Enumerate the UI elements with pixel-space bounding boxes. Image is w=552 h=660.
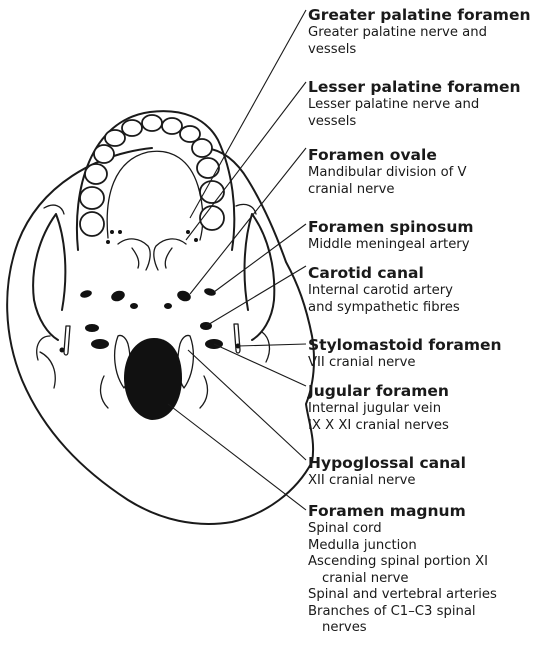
label-foramen-magnum: Foramen magnum Spinal cord Medulla junct… [308,502,552,637]
label-desc-line: and sympathetic fibres [308,300,552,317]
label-stylomastoid-foramen: Stylomastoid foramen VII cranial nerve [308,336,552,372]
label-title: Foramen spinosum [308,218,552,237]
label-carotid-canal: Carotid canal Internal carotid artery an… [308,264,552,316]
foramen-spinosum-left [79,289,92,299]
label-desc-line: vessels [308,42,552,59]
foramen-ovale-right [176,289,193,303]
label-desc-line: XII cranial nerve [308,473,552,490]
label-title: Stylomastoid foramen [308,336,552,355]
label-title: Hypoglossal canal [308,454,552,473]
label-desc-line: Ascending spinal portion XI [308,554,552,571]
label-desc-line: nerves [308,620,552,637]
label-title: Foramen magnum [308,502,552,521]
jugular-foramen-left [91,339,109,349]
label-title: Lesser palatine foramen [308,78,552,97]
label-desc-line: Lesser palatine nerve and [308,97,552,114]
zygomatic-arch-left [33,214,65,340]
label-desc-line: IX X XI cranial nerves [308,418,552,435]
label-foramen-spinosum: Foramen spinosum Middle meningeal artery [308,218,552,254]
label-desc-line: cranial nerve [308,182,552,199]
label-jugular-foramen: Jugular foramen Internal jugular vein IX… [308,382,552,434]
label-desc-line: cranial nerve [308,571,552,588]
label-greater-palatine-foramen: Greater palatine foramen Greater palatin… [308,6,552,58]
label-desc-line: Medulla junction [308,538,552,555]
label-hypoglossal-canal: Hypoglossal canal XII cranial nerve [308,454,552,490]
label-desc-line: Greater palatine nerve and [308,25,552,42]
label-foramen-ovale: Foramen ovale Mandibular division of V c… [308,146,552,198]
zygomatic-arch-right [245,214,275,340]
foramen-ovale-left [110,289,127,303]
palate-inner [107,151,203,240]
label-desc-line: Branches of C1–C3 spinal [308,604,552,621]
label-title: Greater palatine foramen [308,6,552,25]
label-desc-line: Spinal and vertebral arteries [308,587,552,604]
label-lesser-palatine-foramen: Lesser palatine foramen Lesser palatine … [308,78,552,130]
label-title: Foramen ovale [308,146,552,165]
carotid-canal-left [85,324,99,332]
label-desc-line: Internal carotid artery [308,283,552,300]
label-desc-line: Internal jugular vein [308,401,552,418]
label-title: Carotid canal [308,264,552,283]
label-desc-line: VII cranial nerve [308,355,552,372]
label-desc-line: Spinal cord [308,521,552,538]
label-desc-line: Middle meningeal artery [308,237,552,254]
label-title: Jugular foramen [308,382,552,401]
label-desc-line: Mandibular division of V [308,165,552,182]
label-desc-line: vessels [308,114,552,131]
